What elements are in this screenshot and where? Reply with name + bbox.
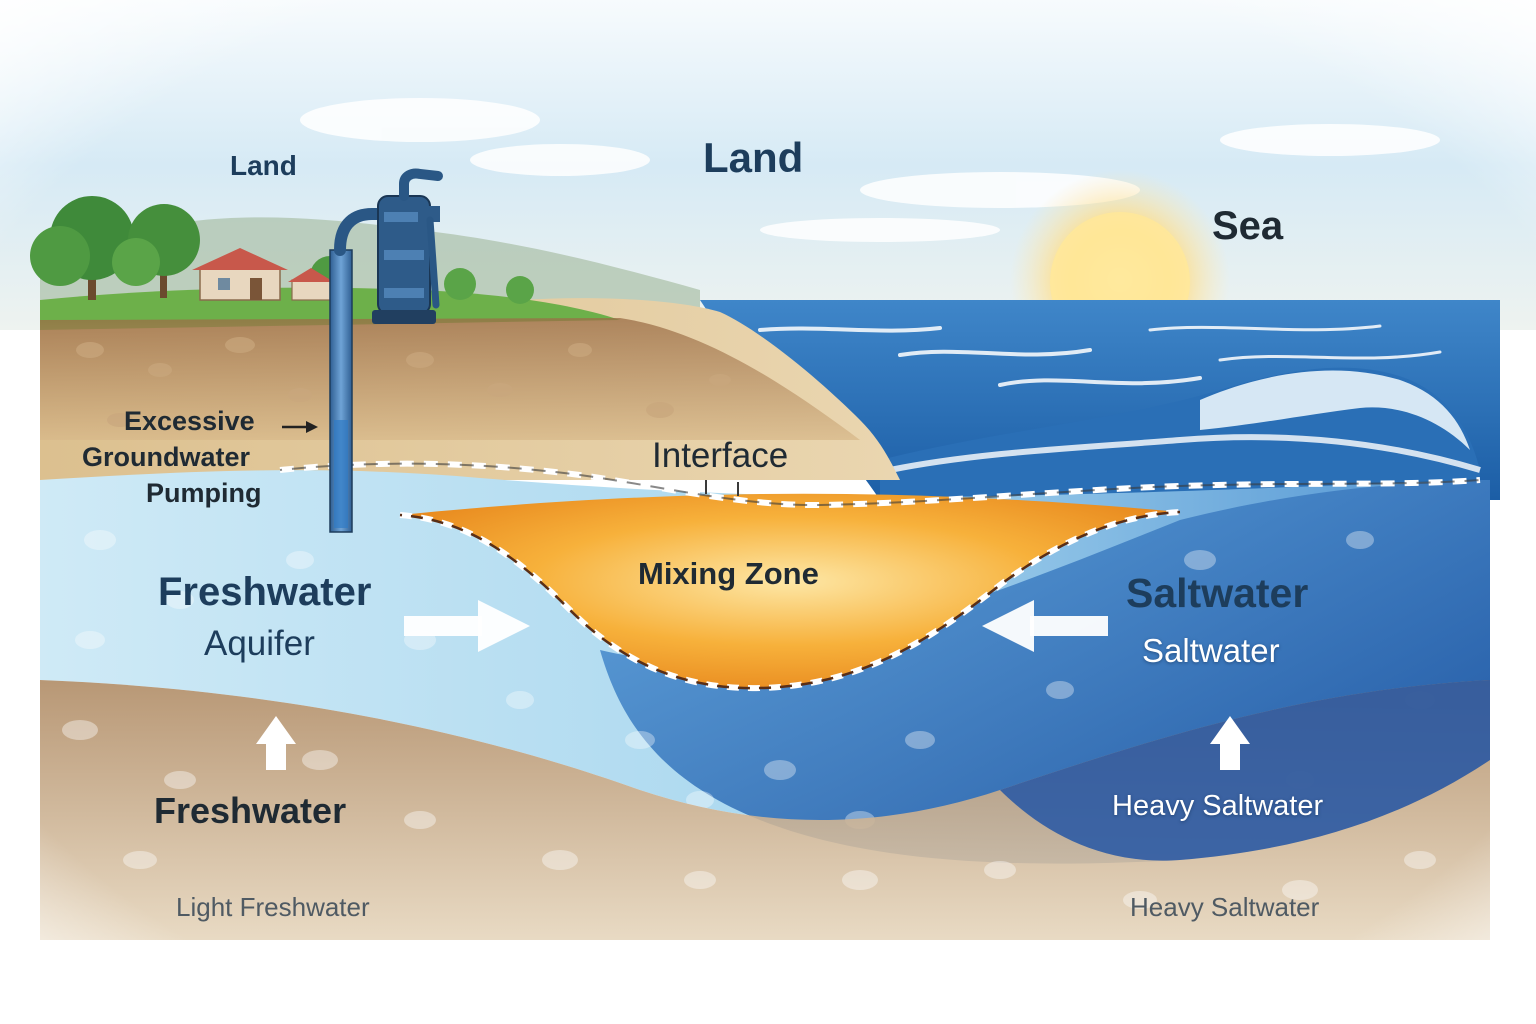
pumping-label-line1: Excessive bbox=[124, 406, 255, 436]
freshwater-aquifer-label-line1: Freshwater bbox=[158, 570, 372, 614]
saltwater-sub-label: Saltwater bbox=[1142, 632, 1280, 669]
land-label-left: Land bbox=[230, 150, 297, 181]
light-freshwater-caption: Light Freshwater bbox=[176, 892, 370, 922]
mixing-zone-label: Mixing Zone bbox=[638, 556, 819, 591]
saltwater-title-label: Saltwater bbox=[1126, 570, 1309, 616]
heavy-saltwater-caption: Heavy Saltwater bbox=[1130, 892, 1320, 922]
interface-label: Interface bbox=[652, 436, 789, 475]
heavy-saltwater-bottom-label: Heavy Saltwater bbox=[1112, 790, 1324, 822]
land-label-top: Land bbox=[703, 134, 804, 181]
freshwater-aquifer-label-line2: Aquifer bbox=[204, 624, 315, 663]
bottom-fade bbox=[0, 940, 1536, 1024]
pumping-label-line3: Pumping bbox=[146, 478, 262, 508]
sea-label: Sea bbox=[1212, 204, 1284, 248]
pumping-label-line2: Groundwater bbox=[82, 442, 251, 472]
freshwater-bottom-label: Freshwater bbox=[154, 790, 347, 831]
